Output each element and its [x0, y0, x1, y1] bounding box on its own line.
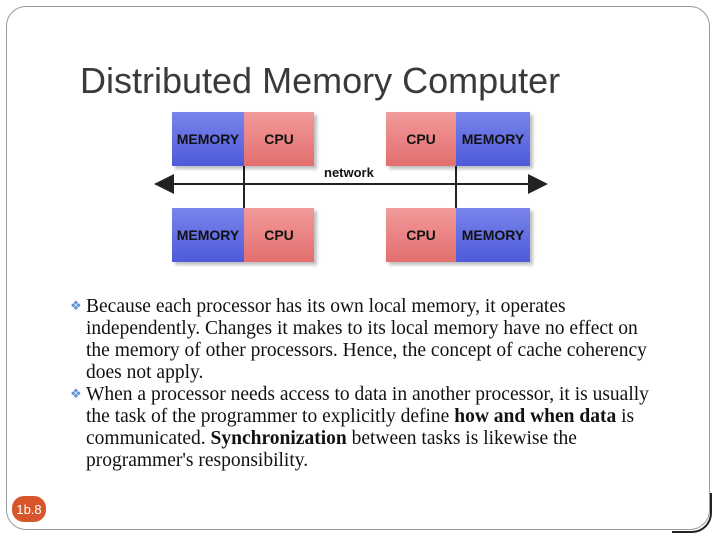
- cpu-box-bottom-left: CPU: [244, 208, 314, 262]
- bullet-icon: ❖: [70, 298, 82, 313]
- bullet-text: When a processor needs access to data in…: [86, 384, 649, 471]
- bullet-icon: ❖: [70, 386, 82, 401]
- cpu-box-top-left: CPU: [244, 112, 314, 166]
- network-lines: [154, 166, 548, 210]
- network-label: network: [322, 165, 376, 180]
- memory-box-top-left: MEMORY: [172, 112, 244, 166]
- memory-box-bottom-left: MEMORY: [172, 208, 244, 262]
- bullet-item: ❖ Because each processor has its own loc…: [70, 296, 650, 384]
- bullet-list: ❖ Because each processor has its own loc…: [70, 296, 650, 472]
- memory-box-top-right: MEMORY: [456, 112, 530, 166]
- slide-title: Distributed Memory Computer: [80, 60, 561, 101]
- slide-frame: [6, 6, 710, 530]
- slide-number-badge: 1b.8: [12, 496, 46, 522]
- slide-corner-shadow: [672, 493, 712, 533]
- cpu-box-top-right: CPU: [386, 112, 456, 166]
- bullet-item: ❖ When a processor needs access to data …: [70, 384, 650, 472]
- cpu-box-bottom-right: CPU: [386, 208, 456, 262]
- bullet-text: Because each processor has its own local…: [86, 296, 647, 383]
- memory-box-bottom-right: MEMORY: [456, 208, 530, 262]
